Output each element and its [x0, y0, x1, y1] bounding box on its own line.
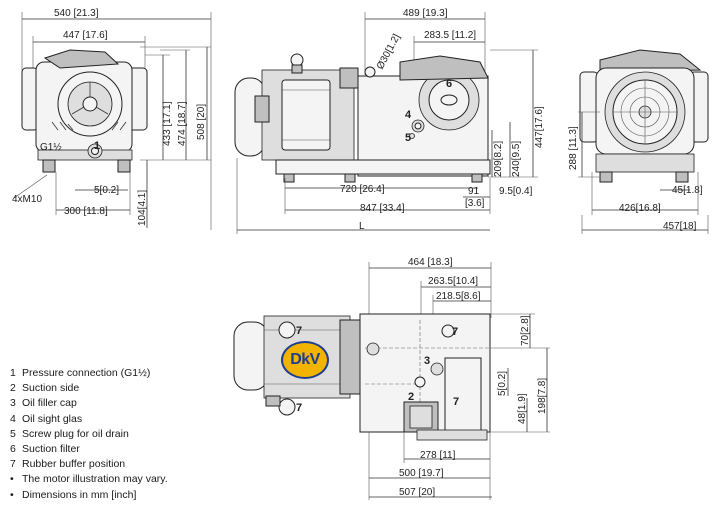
callout-5: 5 [405, 132, 411, 144]
dim-5: 5[0.2] [94, 185, 119, 196]
legend-text: Pressure connection (G1½) [22, 367, 151, 379]
dim-464: 464 [18.3] [408, 257, 453, 268]
callout-6: 6 [446, 78, 452, 90]
legend-text: Oil filler cap [22, 397, 77, 410]
callout-7a: 7 [296, 325, 302, 337]
dim-278: 278 [11] [420, 450, 456, 461]
legend-text: Rubber buffer position [22, 458, 126, 471]
dim-447: 447 [17.6] [63, 30, 108, 41]
dim-218: 218.5[8.6] [436, 291, 481, 302]
dim-45: 45[1.8] [672, 185, 703, 196]
legend-num: 5 [10, 427, 16, 440]
dim-447b: 447[17.6] [534, 106, 545, 148]
dim-847: 847 [33.4] [360, 203, 405, 214]
dim-426: 426[16.8] [619, 203, 661, 214]
callout-7b: 7 [296, 402, 302, 414]
legend-item: 1 Pressure connection (G1½) [10, 366, 168, 381]
callout-7c: 7 [452, 326, 458, 338]
label-m10: 4xM10 [12, 194, 42, 205]
dim-104: 104[4.1] [137, 190, 148, 226]
callout-2: 2 [408, 391, 414, 403]
legend-num: 4 [10, 412, 16, 425]
dim-457: 457[18] [663, 221, 697, 232]
dim-300: 300 [11.8] [64, 206, 108, 217]
dim-198: 198[7.8] [537, 378, 548, 414]
dim-283: 283.5 [11.2] [424, 30, 476, 41]
side-view: 489 [19.3] 283.5 [11.2] Ø30[1.2] 6 4 5 [234, 8, 545, 234]
dim-433: 433 [17.1] [162, 101, 173, 146]
legend-num: • [10, 488, 14, 501]
dim-540: 540 [21.3] [54, 8, 99, 19]
legend-text: Oil sight glas [22, 412, 83, 425]
legend-text: Suction filter [22, 443, 80, 456]
legend: 1 Pressure connection (G1½) 2 Suction side… [10, 366, 168, 503]
legend-item: 4 Oil sight glas [10, 412, 168, 427]
dim-70: 70[2.8] [520, 315, 531, 346]
dim-500: 500 [19.7] [399, 468, 444, 479]
dim-263: 263.5[10.4] [428, 276, 478, 287]
end-view: 288 [11.3] 45[1.8] 426[16.8] 457[18] [568, 49, 709, 234]
callout-1: 1 [94, 140, 100, 152]
legend-item: • The motor illustration may vary. [10, 472, 168, 487]
callout-3: 3 [424, 355, 430, 367]
dim-720: 720 [26.4] [340, 184, 385, 195]
legend-num: • [10, 473, 14, 486]
legend-num: 2 [10, 382, 16, 395]
dim-48: 48[1.9] [517, 393, 528, 424]
dim-508: 508 [20] [196, 104, 207, 140]
legend-item: 3 Oil filler cap [10, 396, 168, 411]
dim-507: 507 [20] [399, 487, 435, 498]
legend-num: 7 [10, 458, 16, 471]
label-g1: G1½ [40, 142, 62, 153]
front-view: 540 [21.3] 447 [17.6] 1 G1½ 433 [17.1] [12, 8, 212, 230]
top-view: 464 [18.3] 263.5[10.4] 218.5[8.6] 7 7 7 … [233, 257, 550, 500]
legend-num: 6 [10, 443, 16, 456]
legend-text: The motor illustration may vary. [22, 473, 168, 486]
legend-num: 3 [10, 397, 16, 410]
dim-dia30: Ø30[1.2] [375, 32, 403, 71]
callout-7d: 7 [453, 396, 459, 408]
dim-240: 240[9.5] [511, 141, 522, 177]
dim-288: 288 [11.3] [568, 126, 579, 170]
dim-9: 9.5[0.4] [499, 186, 533, 197]
legend-item: 7 Rubber buffer position [10, 457, 168, 472]
legend-num: 1 [10, 367, 16, 379]
legend-text: Screw plug for oil drain [22, 427, 129, 440]
logo-text: DkV [290, 351, 320, 368]
legend-item: • Dimensions in mm [inch] [10, 488, 168, 503]
dim-L: L [359, 221, 365, 232]
dkv-logo: DkV [281, 341, 329, 379]
callout-4: 4 [405, 109, 412, 121]
legend-text: Dimensions in mm [inch] [22, 488, 137, 501]
dim-91b: [3.6] [465, 198, 485, 209]
dim-489: 489 [19.3] [403, 8, 448, 19]
dim-474: 474 [18.7] [177, 101, 188, 146]
legend-item: 2 Suction side [10, 381, 168, 396]
legend-item: 6 Suction filter [10, 442, 168, 457]
dim-5b: 5[0.2] [497, 371, 508, 396]
legend-text: Suction side [22, 382, 80, 395]
dim-91: 91 [468, 186, 480, 197]
legend-item: 5 Screw plug for oil drain [10, 427, 168, 442]
dim-209: 209[8.2] [493, 141, 504, 177]
